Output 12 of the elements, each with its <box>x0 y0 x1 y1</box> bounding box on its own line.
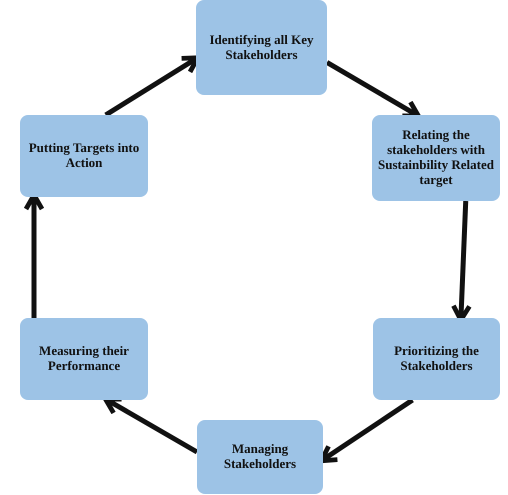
box-label: Relating the stakeholders with Sustainbility Related target <box>378 128 494 188</box>
process-box <box>20 318 148 400</box>
box-label: Prioritizing the Stakeholders <box>393 344 480 374</box>
process-box <box>373 318 500 400</box>
box-label: Managing Stakeholders <box>222 442 298 472</box>
process-box <box>20 115 148 197</box>
box-label: Identifying all Key Stakeholders <box>208 32 314 62</box>
box-label: Measuring their Performance <box>38 344 130 374</box>
process-box <box>372 115 500 201</box>
process-box <box>197 420 323 494</box>
process-box <box>196 0 327 95</box>
box-label: Putting Targets into Action <box>28 141 140 171</box>
